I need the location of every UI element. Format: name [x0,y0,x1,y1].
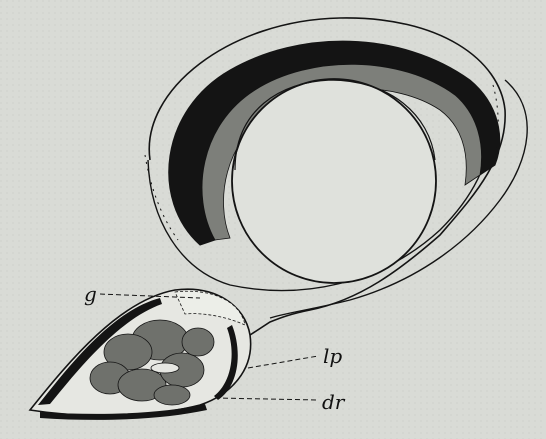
gland-lumen [151,363,179,373]
lens-sphere [232,79,436,283]
label-lp: lp [323,344,342,368]
label-g: g [84,282,97,306]
label-dr: dr [322,390,344,414]
